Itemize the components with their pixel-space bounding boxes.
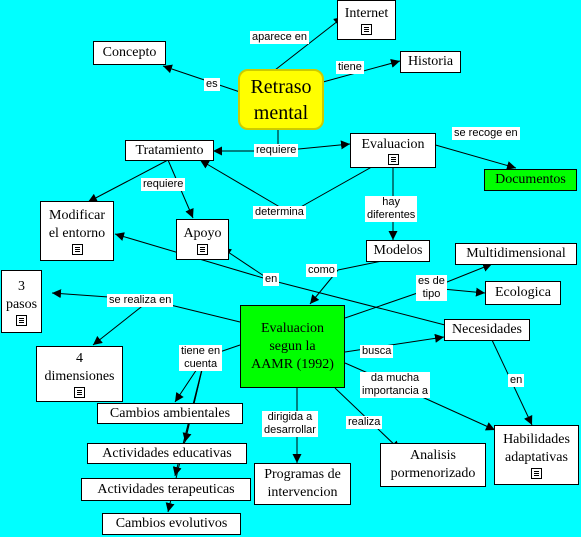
node-actividades-educativas[interactable]: Actividades educativas: [87, 443, 247, 464]
node-cambios-evolutivos[interactable]: Cambios evolutivos: [102, 513, 241, 535]
link-label-da-mucha-importancia: da mucha importancia a: [360, 372, 431, 398]
node-necesidades[interactable]: Necesidades: [444, 319, 530, 341]
node-label: Internet: [344, 6, 389, 21]
node-modelos[interactable]: Modelos: [366, 240, 430, 262]
node-label: Apoyo: [183, 225, 222, 241]
node-label: Evaluacion segun la AAMR (1992): [251, 320, 334, 372]
node-label: Concepto: [102, 45, 157, 60]
link-label-aparece-en: aparece en: [250, 31, 310, 44]
node-label: Necesidades: [452, 322, 522, 337]
node-label: Habilidades adaptativas: [503, 432, 570, 465]
link-label-se-realiza-en: se realiza en: [107, 294, 174, 307]
link-label-determina: determina: [253, 206, 306, 219]
node-label: Modificar el entorno: [48, 208, 106, 241]
document-icon[interactable]: [361, 24, 372, 35]
link-label-tiene: tiene: [336, 61, 364, 74]
link-label-realiza: realiza: [346, 416, 383, 429]
node-apoyo[interactable]: Apoyo: [176, 219, 229, 260]
node-label: Retraso mental: [250, 75, 312, 124]
node-analisis-pormenorizado[interactable]: Analisis pormenorizado: [380, 443, 486, 487]
link-label-en-1: en: [263, 273, 280, 286]
link-label-tiene-en-cuenta: tiene en cuenta: [179, 345, 223, 371]
node-label: 4 dimensiones: [44, 351, 115, 384]
node-ecologica[interactable]: Ecologica: [485, 281, 561, 305]
node-label: Cambios ambientales: [109, 405, 231, 421]
node-label: Tratamiento: [135, 142, 204, 158]
node-multidimensional[interactable]: Multidimensional: [455, 243, 577, 265]
link-label-busca: busca: [360, 345, 394, 358]
link-label-se-recoge-en: se recoge en: [452, 127, 520, 140]
node-concepto[interactable]: Concepto: [93, 41, 166, 65]
node-label: Evaluacion: [361, 137, 425, 152]
link-label-es: es: [204, 78, 220, 91]
link-label-requiere-2: requiere: [141, 178, 186, 191]
node-label: Modelos: [373, 243, 423, 258]
node-evaluacion[interactable]: Evaluacion: [350, 133, 436, 168]
node-retraso-mental[interactable]: Retraso mental: [238, 69, 324, 130]
node-documentos[interactable]: Documentos: [484, 169, 577, 191]
document-icon[interactable]: [16, 314, 27, 326]
node-3-pasos[interactable]: 3 pasos: [1, 270, 42, 333]
node-label: Programas de intervencion: [264, 467, 341, 500]
node-evaluacion-aamr[interactable]: Evaluacion segun la AAMR (1992): [240, 305, 345, 388]
document-icon[interactable]: [74, 387, 85, 398]
node-label: Documentos: [495, 172, 566, 187]
node-programas-intervencion[interactable]: Programas de intervencion: [254, 463, 351, 505]
link-label-hay-diferentes: hay diferentes: [365, 196, 418, 222]
node-modificar-entorno[interactable]: Modificar el entorno: [40, 201, 114, 261]
node-label: Analisis pormenorizado: [390, 448, 476, 481]
link-label-en-2: en: [508, 374, 525, 387]
document-icon[interactable]: [531, 468, 542, 479]
link-label-como: como: [306, 264, 337, 277]
link-label-requiere: requiere: [254, 144, 299, 157]
document-icon[interactable]: [71, 244, 83, 255]
node-4-dimensiones[interactable]: 4 dimensiones: [36, 346, 123, 402]
node-label: Actividades terapeuticas: [97, 481, 235, 497]
node-label: 3 pasos: [5, 278, 38, 312]
node-label: Cambios evolutivos: [115, 516, 228, 531]
node-habilidades-adaptativas[interactable]: Habilidades adaptativas: [494, 425, 579, 485]
node-label: Historia: [407, 54, 454, 69]
node-label: Actividades educativas: [102, 445, 232, 461]
link-label-es-de-tipo: es de tipo: [416, 275, 447, 301]
node-cambios-ambientales[interactable]: Cambios ambientales: [97, 403, 243, 424]
node-tratamiento[interactable]: Tratamiento: [125, 140, 214, 161]
node-internet[interactable]: Internet: [337, 0, 396, 40]
link-label-dirigida-a-desarrollar: dirigida a desarrollar: [262, 411, 318, 437]
node-label: Ecologica: [495, 285, 551, 300]
node-label: Multidimensional: [466, 246, 566, 261]
node-historia[interactable]: Historia: [400, 51, 461, 73]
document-icon[interactable]: [197, 243, 208, 255]
node-actividades-terapeuticas[interactable]: Actividades terapeuticas: [81, 478, 251, 501]
document-icon[interactable]: [387, 154, 399, 165]
